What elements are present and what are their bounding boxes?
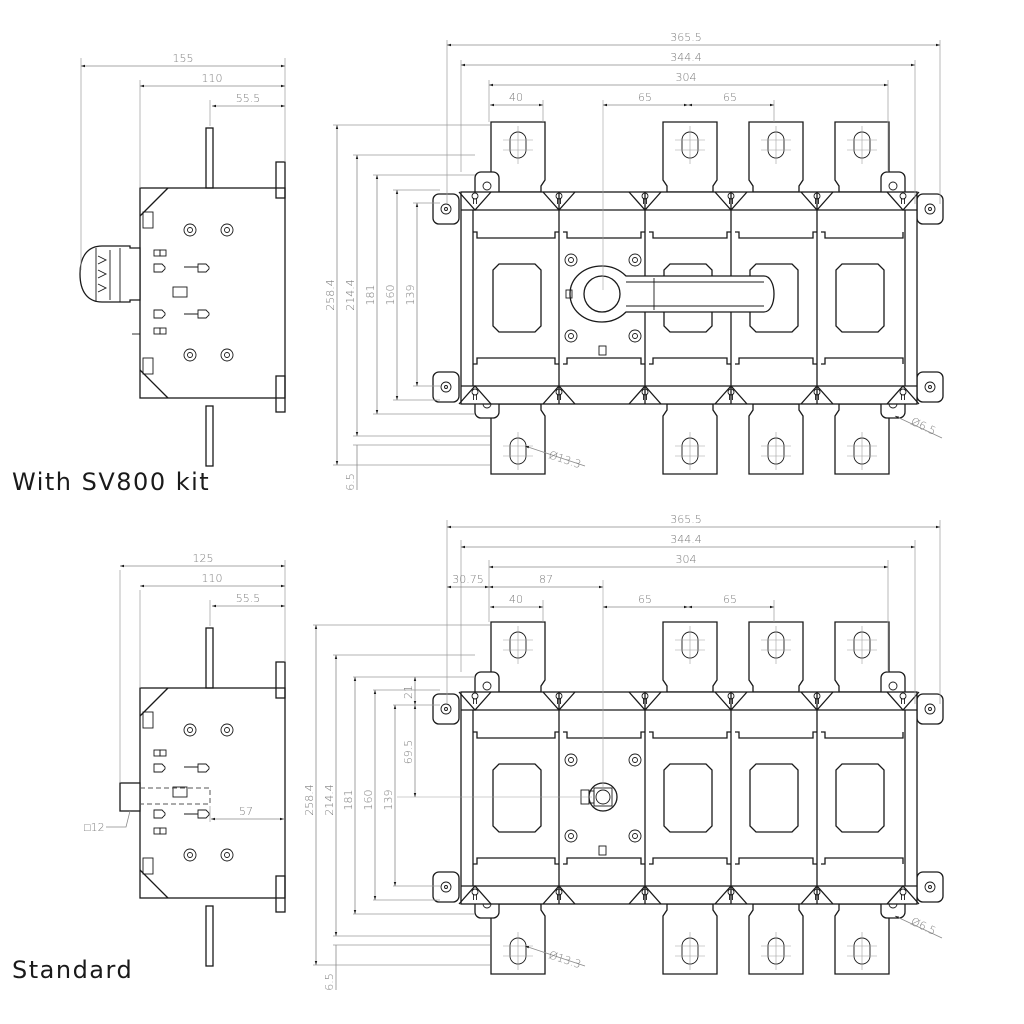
front-view-sv800: 365.5 344.4 304 40 65 65 258.4 2 (324, 31, 943, 491)
dim-ear-height: 181 (342, 790, 355, 811)
dim-overall-height: 258.4 (303, 784, 316, 816)
view-title-sv800: With SV800 kit (12, 468, 210, 496)
dim-terminal-width: 40 (509, 593, 523, 606)
view-title-standard: Standard (12, 956, 133, 984)
dim-mount-height: 139 (382, 790, 395, 811)
dim-ear-offset: 30.75 (452, 573, 484, 586)
dim-hole-height: 214.4 (344, 279, 357, 311)
rotary-handle-icon (565, 265, 775, 323)
dim-pitch-2: 65 (723, 593, 737, 606)
dim-overall-width: 365.5 (670, 31, 702, 44)
dim-terminal-hole: Ø13.3 (547, 948, 583, 971)
front-view-standard: 365.5 344.4 304 30.75 87 40 65 65 (303, 513, 943, 991)
dim-body-height: 160 (362, 790, 375, 811)
dim-mount-hole: Ø6.5 (909, 915, 938, 938)
side-view-sv800: 155 110 55.5 (79, 52, 285, 466)
dim-hole-offset: 6.5 (323, 973, 336, 991)
dim-side-body: 110 (202, 572, 223, 585)
dim-terminal-span: 304 (676, 71, 697, 84)
dim-pitch-2: 65 (723, 91, 737, 104)
dim-side-width: 125 (193, 552, 214, 565)
dim-ear-height: 181 (364, 285, 377, 306)
dim-overall-height: 258.4 (324, 279, 337, 311)
dim-side-stud: 55.5 (236, 92, 261, 105)
dim-hole-offset: 6.5 (344, 473, 357, 491)
dim-pitch-1: 65 (638, 593, 652, 606)
dim-ear-width: 344.4 (670, 51, 702, 64)
side-view-standard: 125 110 55.5 57 □12 (84, 552, 285, 966)
dim-top-offset: 21 (402, 685, 415, 699)
dim-shaft-height: 69.5 (402, 740, 415, 765)
shaft-icon (119, 782, 141, 812)
dim-body-height: 160 (384, 285, 397, 306)
dim-terminal-hole: Ø13.3 (547, 448, 583, 471)
dim-mount-height: 139 (404, 285, 417, 306)
dim-shaft-square: □12 (84, 821, 105, 834)
dim-side-body: 110 (202, 72, 223, 85)
dim-shaft-offset: 57 (239, 805, 253, 818)
dim-shaft-position: 87 (539, 573, 553, 586)
dim-hole-height: 214.4 (323, 784, 336, 816)
dim-side-width: 155 (173, 52, 194, 65)
dim-overall-width: 365.5 (670, 513, 702, 526)
dim-pitch-1: 65 (638, 91, 652, 104)
dim-mount-hole: Ø6.5 (909, 415, 938, 438)
dim-terminal-span: 304 (676, 553, 697, 566)
dim-terminal-width: 40 (509, 91, 523, 104)
dim-ear-width: 344.4 (670, 533, 702, 546)
view-standard: 125 110 55.5 57 □12 (12, 513, 943, 991)
dim-side-stud: 55.5 (236, 592, 261, 605)
view-sv800: 155 110 55.5 (12, 31, 943, 496)
sv800-knob-icon (79, 245, 141, 335)
